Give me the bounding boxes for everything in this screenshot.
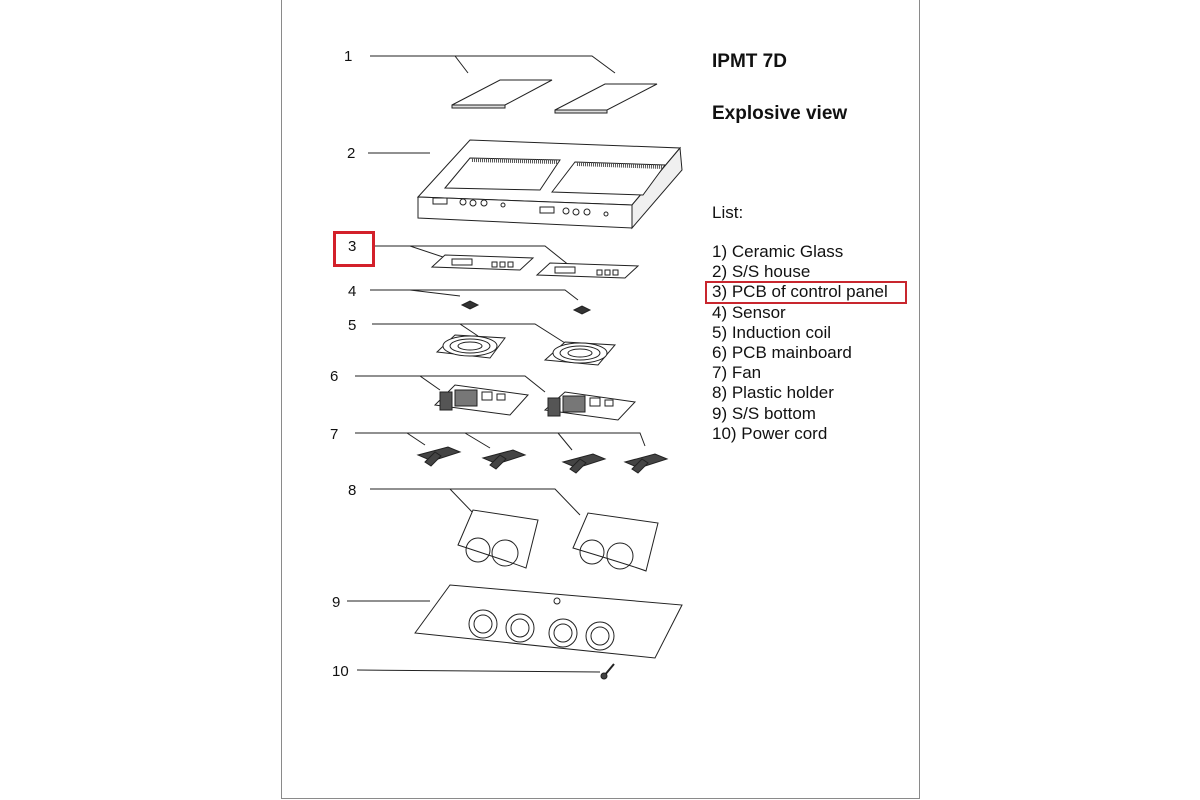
part-ss-bottom xyxy=(414,584,683,659)
callout-1: 1 xyxy=(344,48,353,65)
list-item: 7) Fan xyxy=(712,363,762,383)
parts-list: 1) Ceramic Glass 2) S/S house 3) PCB of … xyxy=(712,242,888,444)
part-pcb-control-panel xyxy=(430,254,640,279)
list-item-highlighted: 3) PCB of control panel xyxy=(712,282,888,302)
list-item: 6) PCB mainboard xyxy=(712,343,852,363)
leader-lines xyxy=(347,55,646,673)
callout-8: 8 xyxy=(348,482,357,499)
list-item: 8) Plastic holder xyxy=(712,383,834,403)
part-power-cord xyxy=(600,663,615,680)
callout-7: 7 xyxy=(330,426,339,443)
callout-9: 9 xyxy=(332,594,341,611)
list-item: 5) Induction coil xyxy=(712,322,832,342)
view-subtitle: Explosive view xyxy=(712,103,848,124)
model-title: IPMT 7D xyxy=(712,51,787,72)
part-ss-house xyxy=(416,139,683,230)
callout-4: 4 xyxy=(348,283,357,300)
list-item: 1) Ceramic Glass xyxy=(712,242,844,261)
callout-10: 10 xyxy=(332,663,349,680)
list-item: 4) Sensor xyxy=(712,302,786,322)
callout-5: 5 xyxy=(348,317,357,334)
part-ceramic-glass xyxy=(451,79,658,114)
part-induction-coil xyxy=(435,334,617,366)
part-sensor xyxy=(460,300,592,315)
callout-2: 2 xyxy=(347,145,356,162)
parts-list-label: List: xyxy=(712,203,744,222)
list-item: 2) S/S house xyxy=(712,262,811,282)
callout-highlight-box xyxy=(333,231,375,267)
part-plastic-holder xyxy=(457,509,659,572)
list-highlight-box xyxy=(705,281,907,304)
callout-6: 6 xyxy=(330,368,339,385)
part-fans xyxy=(416,446,669,474)
list-item: 10) Power cord xyxy=(712,423,828,443)
list-item: 9) S/S bottom xyxy=(712,403,816,423)
callout-3: 3 xyxy=(348,238,357,255)
part-pcb-mainboard xyxy=(433,384,637,421)
